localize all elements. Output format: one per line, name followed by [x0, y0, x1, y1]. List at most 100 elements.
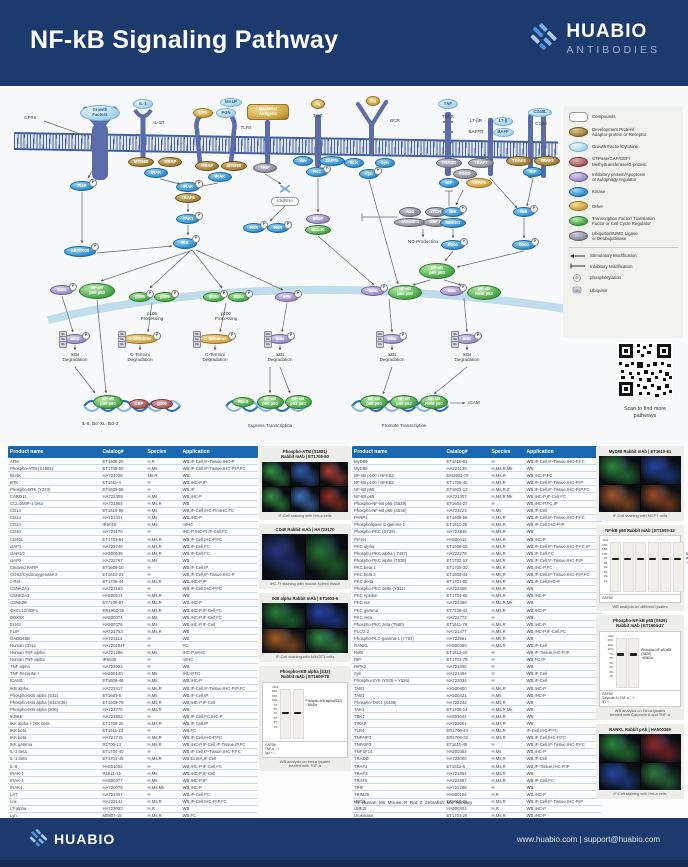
- fluorescence-image: [262, 603, 348, 654]
- blot-lane: [615, 637, 627, 688]
- svg-text:P: P: [575, 275, 578, 280]
- legend-item-label: Other: [592, 203, 603, 209]
- protein-band: [281, 711, 289, 715]
- protein-band: [636, 557, 644, 561]
- legend-mod-item: Inhibitory Modification: [569, 263, 678, 269]
- image-panel: [640, 734, 681, 762]
- product-card-title: MyD88 Rabbit mAb | ET1610-81: [608, 449, 672, 454]
- arr-icon: [569, 253, 586, 259]
- brand-subtitle: ANTIBODIES: [566, 44, 660, 56]
- band-label: Phospho-IKB alpha(S32) ~36kDa: [305, 698, 342, 707]
- huabio-logo-icon: [28, 828, 48, 851]
- legend-item-label: Inhibitory protein/Apoptosis or Autophag…: [592, 171, 645, 182]
- blot-lanes: [615, 634, 640, 688]
- blot-lane: [292, 688, 304, 739]
- legend-item: Ubiquitin/SUMO Ligase or Deubiquitinase: [569, 231, 678, 242]
- blot-lane: [672, 542, 684, 593]
- band-label: NF-κB p65 ~65kDa: [685, 552, 688, 565]
- qr-block: Scan to find more pathways: [612, 342, 678, 420]
- product-card-caption: WB analysis on different lysates: [612, 603, 668, 609]
- legend-mod-label: Stimulatory Modification: [590, 252, 637, 258]
- image-panel: [640, 762, 681, 791]
- product-card-title: RANKL Rabbit pAb | HA500369: [609, 727, 671, 732]
- inh-oval-icon: [569, 171, 588, 182]
- huabio-logo-icon: [528, 22, 558, 57]
- protein-band: [294, 711, 301, 715]
- product-card-title: Phospho-NF-kB p65 (S529) Rabbit mAb | ET…: [613, 618, 667, 629]
- blot-lane: [647, 542, 659, 593]
- protein-band: [629, 653, 637, 656]
- image-panel: [640, 484, 681, 513]
- product-card-caption: IHC-Fr staining with mouse spleen tissue: [269, 581, 341, 587]
- footer: HUABIO www.huabio.com | support@huabio.c…: [0, 818, 688, 860]
- protein-band: [649, 557, 657, 561]
- legend-mod-item: Stimulatory Modification: [569, 253, 678, 259]
- image-panel: [291, 461, 319, 486]
- product-card: Phospho-ATM (S1981) Rabbit mAb | ET1705-…: [259, 446, 351, 521]
- footer-contact: www.huabio.com | support@huabio.com: [516, 834, 660, 844]
- blot-lane: [635, 542, 647, 593]
- legend-item: GTPase/GAP/GEF/ Methyltransferase/G-prot…: [569, 156, 678, 167]
- qr-code: [617, 342, 673, 398]
- image-panel: [262, 461, 290, 486]
- blot-lane: [628, 637, 640, 688]
- product-card-title: NF-kB p65 Rabbit mAb | ET1603-12: [605, 527, 675, 533]
- kin-oval-icon: [569, 186, 588, 197]
- image-panel: [599, 456, 640, 484]
- blot-lane: [622, 542, 634, 593]
- image-panel: [599, 734, 640, 762]
- image-panel: [291, 487, 319, 512]
- image-panel: [305, 628, 348, 654]
- western-blot-image: kDa 250- 150- 100- 70- 55- 40- 35- 25- 1…: [262, 681, 348, 742]
- legend-item-label: Compounds: [592, 114, 616, 120]
- legend-item: Kinase: [569, 186, 678, 197]
